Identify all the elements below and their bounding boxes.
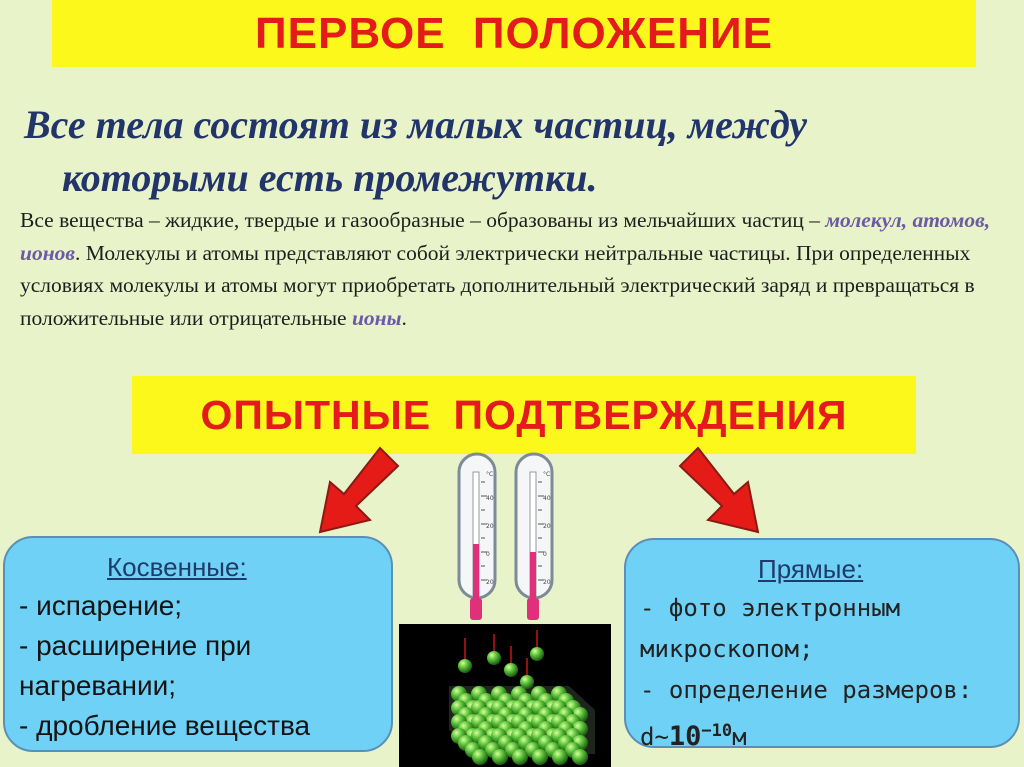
thermo-tick-label: 20 <box>486 579 494 586</box>
lattice-particle <box>512 749 528 765</box>
list-item: - дробление вещества <box>19 710 311 741</box>
explanation-paragraph: Все вещества – жидкие, твердые и газообр… <box>20 204 1010 334</box>
indirect-evidence-box: Косвенные: - испарение; - расширение при… <box>3 536 393 752</box>
list-item: - фото электронным микроскопом; <box>640 594 901 663</box>
thermo-tick-label: 40 <box>486 495 494 502</box>
lattice-particle <box>492 749 508 765</box>
experiments-title: ОПЫТНЫЕ ПОДТВЕРЖДЕНИЯ <box>200 391 848 438</box>
experiments-banner: ОПЫТНЫЕ ПОДТВЕРЖДЕНИЯ <box>132 376 916 454</box>
lattice-particle <box>572 749 588 765</box>
crystal-lattice-icon <box>399 624 611 767</box>
size-exponent: −10 <box>701 721 733 741</box>
direct-heading: Прямые: <box>758 554 864 584</box>
list-item: - расширение при нагревании; <box>19 630 252 701</box>
direct-list: - фото электронным микроскопом; - опреде… <box>640 588 1016 758</box>
lattice-particle <box>532 749 548 765</box>
paragraph-text-2: . Молекулы и атомы представляют собой эл… <box>20 240 975 330</box>
size-unit: м <box>732 723 747 751</box>
paragraph-text-1: Все вещества – жидкие, твердые и газообр… <box>20 208 826 232</box>
thermometer-icon: °C 40 20 0 20 <box>457 452 497 620</box>
thermo-tick-label: 40 <box>543 495 551 502</box>
direct-evidence-box: Прямые: - фото электронным микроскопом; … <box>624 538 1020 752</box>
page-title: ПЕРВОЕ ПОЛОЖЕНИЕ <box>255 8 773 58</box>
thermo-tick-label: 0 <box>543 551 547 558</box>
arrow-down-right-icon <box>678 446 760 534</box>
thermo-tick-label: 20 <box>486 523 494 530</box>
lattice-particle <box>552 749 568 765</box>
highlight-ions: ионы <box>351 305 402 330</box>
arrow-down-left-icon <box>318 446 400 534</box>
paragraph-text-3: . <box>401 305 407 330</box>
thermo-unit-label: °C <box>543 471 550 478</box>
list-item: - определение размеров: d~10−10м <box>640 670 1016 758</box>
indirect-heading: Косвенные: <box>107 552 247 582</box>
thermo-tick-label: 20 <box>543 523 551 530</box>
lattice-particle <box>472 749 488 765</box>
indirect-list: - испарение; - расширение при нагревании… <box>19 586 391 746</box>
size-base: 10 <box>668 721 702 752</box>
list-item: - испарение; <box>19 590 183 621</box>
title-banner: ПЕРВОЕ ПОЛОЖЕНИЕ <box>52 0 976 67</box>
statement-line-1: Все тела состоят из малых частиц, между <box>24 102 808 147</box>
statement-line-2: которыми есть промежутки. <box>62 155 598 200</box>
thermo-tick-label: 0 <box>486 551 490 558</box>
main-statement: Все тела состоят из малых частиц, между … <box>24 98 984 204</box>
thermo-tick-label: 20 <box>543 579 551 586</box>
thermometer-icon: °C 40 20 0 20 <box>514 452 554 620</box>
thermo-unit-label: °C <box>486 471 493 478</box>
size-prefix: - определение размеров: d~ <box>640 676 973 751</box>
highlight-particles: молекул, атомов, ионов <box>20 208 991 265</box>
